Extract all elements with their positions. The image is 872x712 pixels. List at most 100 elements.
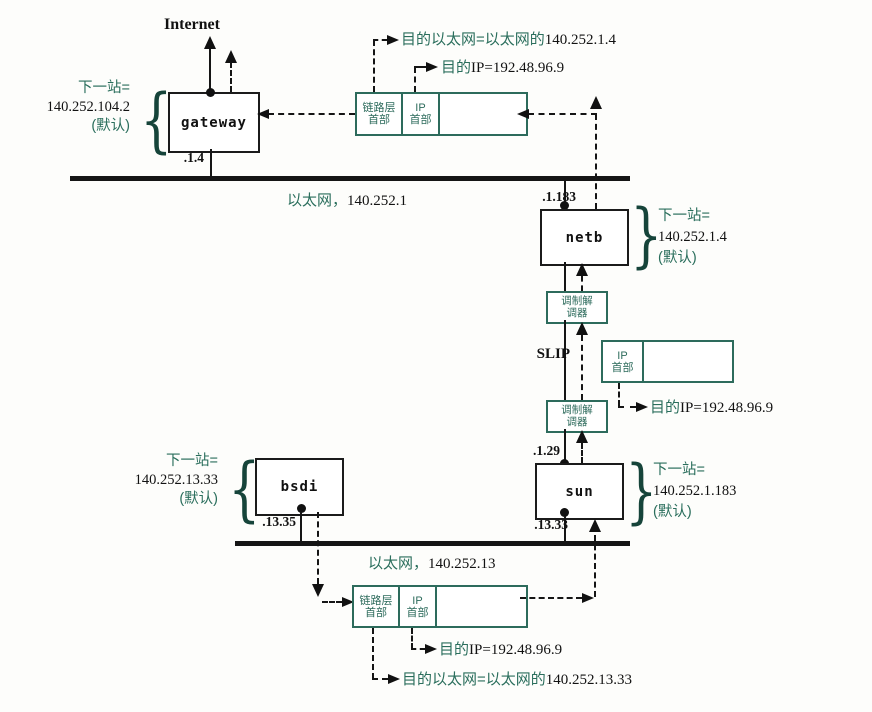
packet-segment-ip-header: IP 首部 bbox=[399, 585, 436, 628]
netb-modem-line bbox=[564, 262, 566, 291]
annotation-dest-ip-middle: 目的IP=192.48.96.9 bbox=[650, 396, 773, 417]
bsdi-ethernet-line bbox=[300, 512, 302, 541]
next-hop-sun-line3: (默认) bbox=[653, 504, 692, 520]
arrow-up-icon bbox=[590, 96, 602, 109]
ethernet-segment-bottom bbox=[235, 541, 630, 546]
host-label-bsdi: bsdi bbox=[280, 479, 319, 495]
gateway-internet-solid-line bbox=[209, 47, 211, 92]
arrow-up-icon bbox=[204, 36, 216, 49]
interface-label-bsdi: .13.35 bbox=[262, 514, 296, 529]
packet-box-middle: IP 首部 bbox=[601, 340, 734, 383]
junction-dot bbox=[560, 508, 569, 517]
ip-header-callout-line bbox=[414, 67, 416, 92]
next-hop-gateway-line2: 140.252.104.2 bbox=[46, 99, 130, 115]
next-hop-netb-line2: 140.252.1.4 bbox=[658, 229, 727, 245]
next-hop-sun-line1: 下一站= bbox=[653, 462, 705, 478]
annotation-dest-ip-top: 目的IP=192.48.96.9 bbox=[441, 56, 564, 77]
annotation-prefix: 目的 bbox=[439, 641, 470, 658]
modem-box-top: 调制解 调器 bbox=[546, 291, 608, 324]
ip-header-callout-line bbox=[411, 648, 425, 650]
packet-segment-data bbox=[436, 585, 528, 628]
next-hop-sun-line2: 140.252.1.183 bbox=[653, 483, 737, 499]
arrow-down-icon bbox=[312, 584, 324, 597]
modem-label: 调器 bbox=[566, 415, 588, 428]
ip-header-callout-line bbox=[414, 66, 426, 68]
annotation-prefix: 目的 bbox=[441, 59, 472, 76]
arrow-up-icon bbox=[576, 322, 588, 335]
packet-box-top: 链路层 首部 IP 首部 bbox=[355, 92, 528, 136]
right-brace: } bbox=[625, 450, 658, 532]
right-brace: } bbox=[630, 194, 663, 276]
link-header-label: 首部 bbox=[365, 606, 387, 619]
ip-header-callout-line bbox=[411, 628, 413, 649]
modem-label: 调制解 bbox=[561, 404, 593, 416]
left-brace: { bbox=[228, 448, 261, 530]
next-hop-bsdi-line2: 140.252.13.33 bbox=[134, 472, 218, 488]
ip-header-label: 首部 bbox=[611, 361, 634, 374]
annotation-dest-ip-bottom: 目的IP=192.48.96.9 bbox=[439, 638, 562, 659]
packet-segment-data bbox=[439, 92, 528, 136]
arrow-right-icon bbox=[387, 35, 399, 45]
modem-sun-line bbox=[564, 429, 566, 463]
arrow-up-icon bbox=[589, 519, 601, 532]
host-box-sun: sun bbox=[535, 463, 624, 520]
ethernet-label-prefix: 以太网， bbox=[287, 192, 348, 209]
modem-label: 调器 bbox=[566, 306, 588, 319]
ethernet-segment-top bbox=[70, 176, 630, 181]
next-hop-bsdi: 下一站= 140.252.13.33 (默认) bbox=[85, 452, 218, 509]
interface-label-netb: .1.183 bbox=[542, 189, 576, 204]
annotation-dest-ethernet-top: 目的以太网=以太网的140.252.1.4 bbox=[401, 28, 616, 49]
ethernet-label-prefix: 以太网， bbox=[368, 555, 429, 572]
host-box-netb: netb bbox=[540, 209, 629, 266]
slip-label: SLIP bbox=[536, 346, 570, 362]
bsdi-downward-dashed-line bbox=[317, 512, 319, 584]
arrow-up-icon bbox=[576, 263, 588, 276]
interface-label-gateway: .1.4 bbox=[183, 150, 204, 165]
netb-ethernet-line bbox=[564, 180, 566, 209]
link-header-callout-line bbox=[373, 40, 375, 92]
ip-header-label: IP bbox=[617, 349, 628, 362]
link-header-callout-line bbox=[372, 628, 374, 679]
gateway-internet-dashed-line bbox=[230, 62, 232, 92]
slip-dashed-line bbox=[581, 335, 583, 400]
slip-dashed-line bbox=[581, 443, 583, 463]
arrow-up-icon bbox=[225, 50, 237, 63]
annotation-value: IP=192.48.96.9 bbox=[680, 400, 774, 416]
annotation-value: IP=192.48.96.9 bbox=[471, 60, 565, 76]
ethernet-label-bottom: 以太网，140.252.13 bbox=[368, 552, 496, 573]
mid-ip-callout-line bbox=[618, 383, 620, 406]
left-brace: { bbox=[140, 79, 173, 161]
bsdi-to-packet-dashed-line bbox=[322, 601, 342, 603]
next-hop-netb-line1: 下一站= bbox=[658, 208, 710, 224]
sun-ethernet-line bbox=[564, 516, 566, 541]
packet-segment-link-header: 链路层 首部 bbox=[352, 585, 399, 628]
interface-label-sun-eth: .13.33 bbox=[534, 517, 568, 532]
modem-box-bottom: 调制解 调器 bbox=[546, 400, 608, 433]
arrow-right-icon bbox=[582, 593, 594, 603]
junction-dot bbox=[297, 504, 306, 513]
arrow-right-icon bbox=[426, 62, 438, 72]
next-hop-gateway-line1: 下一站= bbox=[78, 80, 130, 96]
next-hop-netb: 下一站= 140.252.1.4 (默认) bbox=[658, 206, 727, 269]
internet-label: Internet bbox=[164, 16, 220, 33]
next-hop-bsdi-line3: (默认) bbox=[179, 491, 218, 507]
arrow-up-icon bbox=[576, 430, 588, 443]
host-box-gateway: gateway bbox=[168, 92, 260, 153]
link-header-label: 首部 bbox=[368, 114, 390, 126]
slip-link-line bbox=[564, 320, 566, 400]
link-header-label: 链路层 bbox=[362, 102, 396, 114]
annotation-prefix: 目的 bbox=[650, 399, 681, 416]
packet-segment-ip-header: IP 首部 bbox=[402, 92, 439, 136]
modem-label: 调制解 bbox=[561, 295, 593, 307]
packet-segment-ip-header: IP 首部 bbox=[601, 340, 643, 383]
ethernet-label-network: 140.252.1 bbox=[347, 193, 408, 209]
interface-label-sun-slip: .1.29 bbox=[533, 443, 560, 458]
arrow-right-icon bbox=[388, 674, 400, 684]
packet-segment-data bbox=[643, 340, 734, 383]
next-hop-gateway-line3: (默认) bbox=[91, 118, 130, 134]
mid-ip-callout-line bbox=[618, 406, 636, 408]
link-header-callout-line bbox=[372, 678, 388, 680]
arrow-left-icon bbox=[517, 109, 529, 119]
arrow-right-icon bbox=[342, 597, 354, 607]
ip-header-label: IP bbox=[415, 102, 426, 114]
